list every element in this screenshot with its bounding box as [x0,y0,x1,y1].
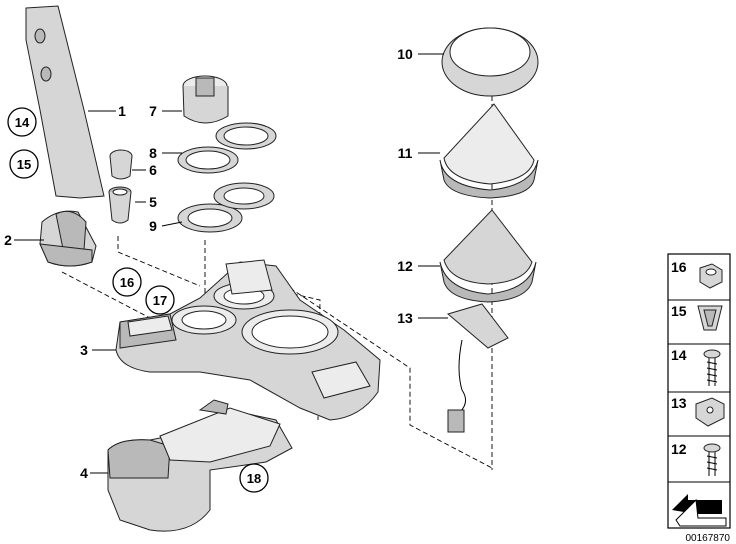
callout-13: 13 [397,310,413,326]
diagram-reference-number: 00167870 [686,533,731,544]
center-console-part [115,259,381,421]
gasket-part [177,182,275,233]
a-pillar-trim-part [25,5,105,199]
trim-ring-part [177,122,277,174]
screw-icon [703,349,721,386]
kit-item-15-label: 15 [671,303,687,319]
callout-2: 2 [4,232,12,248]
kit-item-16-label: 16 [671,259,687,275]
leader-lines [14,53,448,474]
callout-7: 7 [149,103,157,119]
cup-holder-insert-part [182,75,229,124]
callout-4: 4 [80,465,88,481]
circled-callouts: 14 15 16 17 18 [7,107,269,493]
callout-3: 3 [80,342,88,358]
cover-knob-part [39,210,97,267]
callout-11: 11 [398,145,413,161]
kit-item-13-label: 13 [671,395,687,411]
socket-part [108,186,132,224]
clip-icon [697,305,723,331]
callout-9: 9 [149,218,157,234]
circled-callout-17: 17 [153,293,167,308]
speed-nut-icon [695,397,725,427]
assembly-lines [61,40,493,470]
console-bracket-part [107,399,293,532]
callout-10: 10 [397,46,413,62]
callout-8: 8 [149,145,157,161]
plug-part [109,149,133,180]
callout-labels: 1 2 3 4 5 6 7 8 9 10 11 12 13 [4,46,413,481]
shift-boot-part [439,103,539,199]
callout-6: 6 [149,162,157,178]
circled-callout-14: 14 [15,115,30,130]
circled-callout-18: 18 [247,471,261,486]
kit-item-14-label: 14 [671,347,687,363]
fastener-kit-panel: 16 15 14 13 12 [667,253,731,529]
circled-callout-16: 16 [120,275,134,290]
inner-boot-part [439,209,537,303]
screw-short-icon [703,443,721,476]
kit-item-12-label: 12 [671,441,687,457]
arrow-icon [672,494,727,527]
nut-icon [699,263,723,289]
boot-ring-part [441,27,539,97]
circled-callout-15: 15 [17,157,31,172]
callout-1: 1 [118,103,126,119]
callout-5: 5 [149,194,157,210]
callout-12: 12 [397,258,413,274]
selector-indicator-part [446,303,509,433]
